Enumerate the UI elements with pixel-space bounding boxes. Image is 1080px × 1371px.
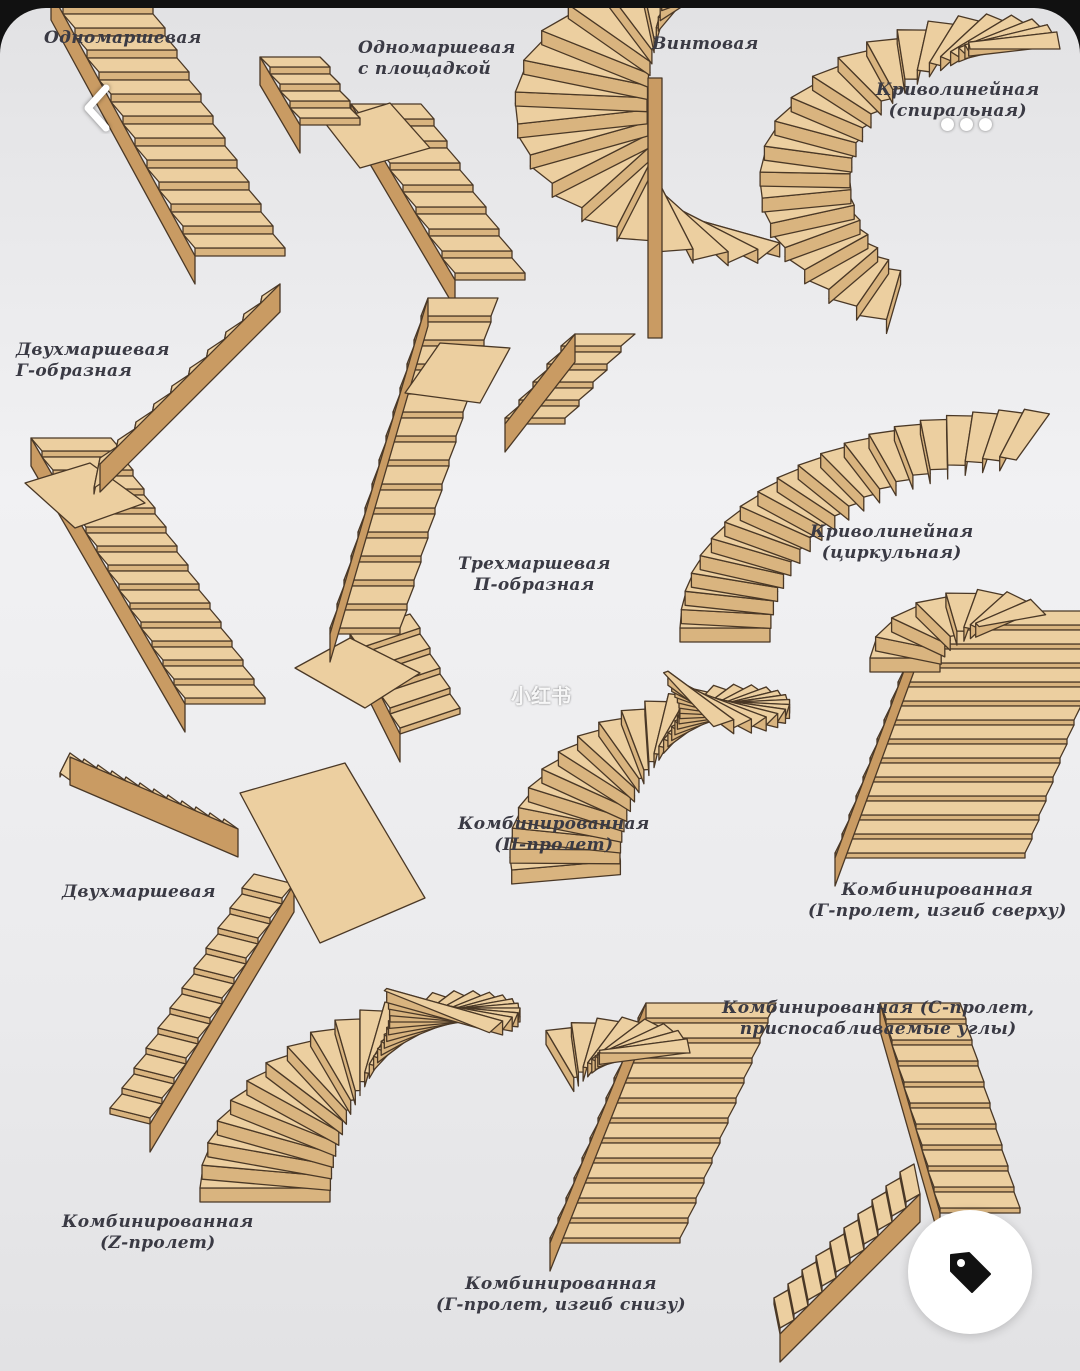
label-combined-u: Комбинированная (П-пролет)	[458, 814, 650, 855]
label-curved-spiral: Криволинейная (спиральная)	[876, 80, 1040, 121]
staircase-illustrations	[24, 8, 1080, 1363]
back-button[interactable]	[70, 80, 126, 136]
more-horizontal-icon	[940, 117, 954, 131]
stair-combined-l-top	[834, 588, 1080, 887]
stair-combined-l-bottom	[545, 1002, 777, 1272]
label-combined-z: Комбинированная (Z-пролет)	[62, 1212, 254, 1253]
label-straight: Одномаршевая	[44, 28, 202, 48]
staircase-types-poster: Одномаршевая Одномаршевая с площадкой Ви…	[0, 8, 1080, 1371]
stair-combined-z	[199, 987, 521, 1203]
stair-curved-circular	[679, 408, 1051, 643]
tag-button[interactable]	[908, 1210, 1032, 1334]
label-spiral-screw: Винтовая	[652, 34, 759, 54]
more-dot	[978, 117, 992, 131]
stair-spiral-screw	[514, 8, 781, 339]
watermark: 小红书	[511, 684, 571, 708]
stair-two-flight	[59, 752, 426, 1153]
label-two-flight: Двухмаршевая	[62, 882, 216, 902]
stair-straight-landing	[259, 56, 526, 309]
more-options-button[interactable]	[926, 106, 1006, 142]
label-curved-circular: Криволинейная (циркульная)	[810, 522, 974, 563]
label-combined-c: Комбинированная (С-пролет, приспосаблива…	[722, 998, 1035, 1039]
more-dot	[959, 117, 973, 131]
stair-combined-u	[509, 670, 791, 885]
stair-three-flight-u	[294, 297, 636, 763]
stair-combined-c	[773, 1002, 1021, 1363]
stair-two-flight-l	[24, 283, 281, 733]
label-combined-l-top: Комбинированная (Г-пролет, изгиб сверху)	[808, 880, 1067, 921]
stair-curved-spiral	[759, 13, 1061, 335]
tag-icon	[950, 1252, 991, 1293]
label-three-flight-u: Трехмаршевая П-образная	[458, 554, 611, 595]
label-two-flight-l: Двухмаршевая Г-образная	[16, 340, 170, 381]
chevron-left-icon	[84, 84, 110, 132]
label-combined-l-bottom: Комбинированная (Г-пролет, изгиб снизу)	[436, 1274, 686, 1315]
stair-straight	[50, 8, 286, 285]
label-straight-landing: Одномаршевая с площадкой	[358, 38, 516, 79]
